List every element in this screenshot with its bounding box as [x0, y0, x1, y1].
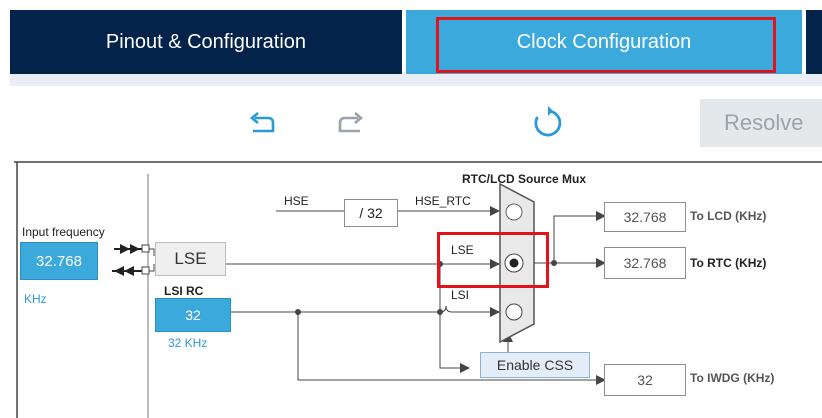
enable-css-button[interactable]: Enable CSS: [480, 352, 590, 378]
refresh-button[interactable]: [531, 106, 565, 140]
lsi-rc-label: LSI RC: [164, 284, 204, 298]
mux-lse-label: LSE: [451, 243, 474, 257]
tab-clock-configuration[interactable]: Clock Configuration: [406, 10, 802, 74]
rtc-output-label: To RTC (KHz): [690, 256, 767, 270]
iwdg-output-label: To IWDG (KHz): [690, 371, 775, 385]
rtc-frequency-field: 32.768: [604, 247, 686, 279]
hse-divider-box[interactable]: / 32: [344, 199, 398, 227]
iwdg-frequency-field: 32: [604, 364, 686, 396]
lsi-rc-unit: 32 KHz: [168, 336, 208, 350]
mux-radio-lsi[interactable]: [505, 303, 523, 321]
clock-diagram: Input frequency 32.768 KHz LSE LSI RC 32…: [14, 158, 822, 418]
lse-oscillator-box: LSE: [155, 242, 226, 276]
mux-title: RTC/LCD Source Mux: [462, 172, 587, 186]
undo-icon: [249, 112, 275, 133]
tab-label: Pinout & Configuration: [105, 30, 307, 53]
refresh-icon: [534, 106, 562, 137]
mux-lsi-label: LSI: [451, 288, 470, 302]
mux-radio-lse[interactable]: [504, 253, 524, 273]
hse-label: HSE: [284, 194, 309, 208]
redo-icon: [338, 112, 364, 133]
input-frequency-field[interactable]: 32.768: [20, 242, 98, 280]
lsi-rc-value: 32: [155, 298, 231, 332]
undo-button[interactable]: [245, 107, 279, 141]
lcd-output-label: To LCD (KHz): [690, 209, 767, 223]
input-frequency-unit: KHz: [24, 292, 47, 306]
tab-pinout-configuration[interactable]: Pinout & Configuration: [10, 10, 402, 74]
mux-radio-hse[interactable]: [505, 203, 523, 221]
tab-overflow[interactable]: [806, 10, 822, 74]
input-frequency-label: Input frequency: [22, 225, 105, 239]
tab-label: Clock Configuration: [516, 30, 692, 53]
resolve-label: Resolve: [724, 110, 804, 135]
tab-bar: Pinout & Configuration Clock Configurati…: [10, 10, 822, 74]
hse-rtc-label: HSE_RTC: [415, 194, 471, 208]
redo-button[interactable]: [334, 107, 368, 141]
lcd-frequency-field: 32.768: [604, 202, 686, 232]
clock-wiring: [14, 161, 822, 418]
tab-underline: [10, 74, 822, 86]
resolve-button[interactable]: Resolve: [700, 99, 822, 147]
